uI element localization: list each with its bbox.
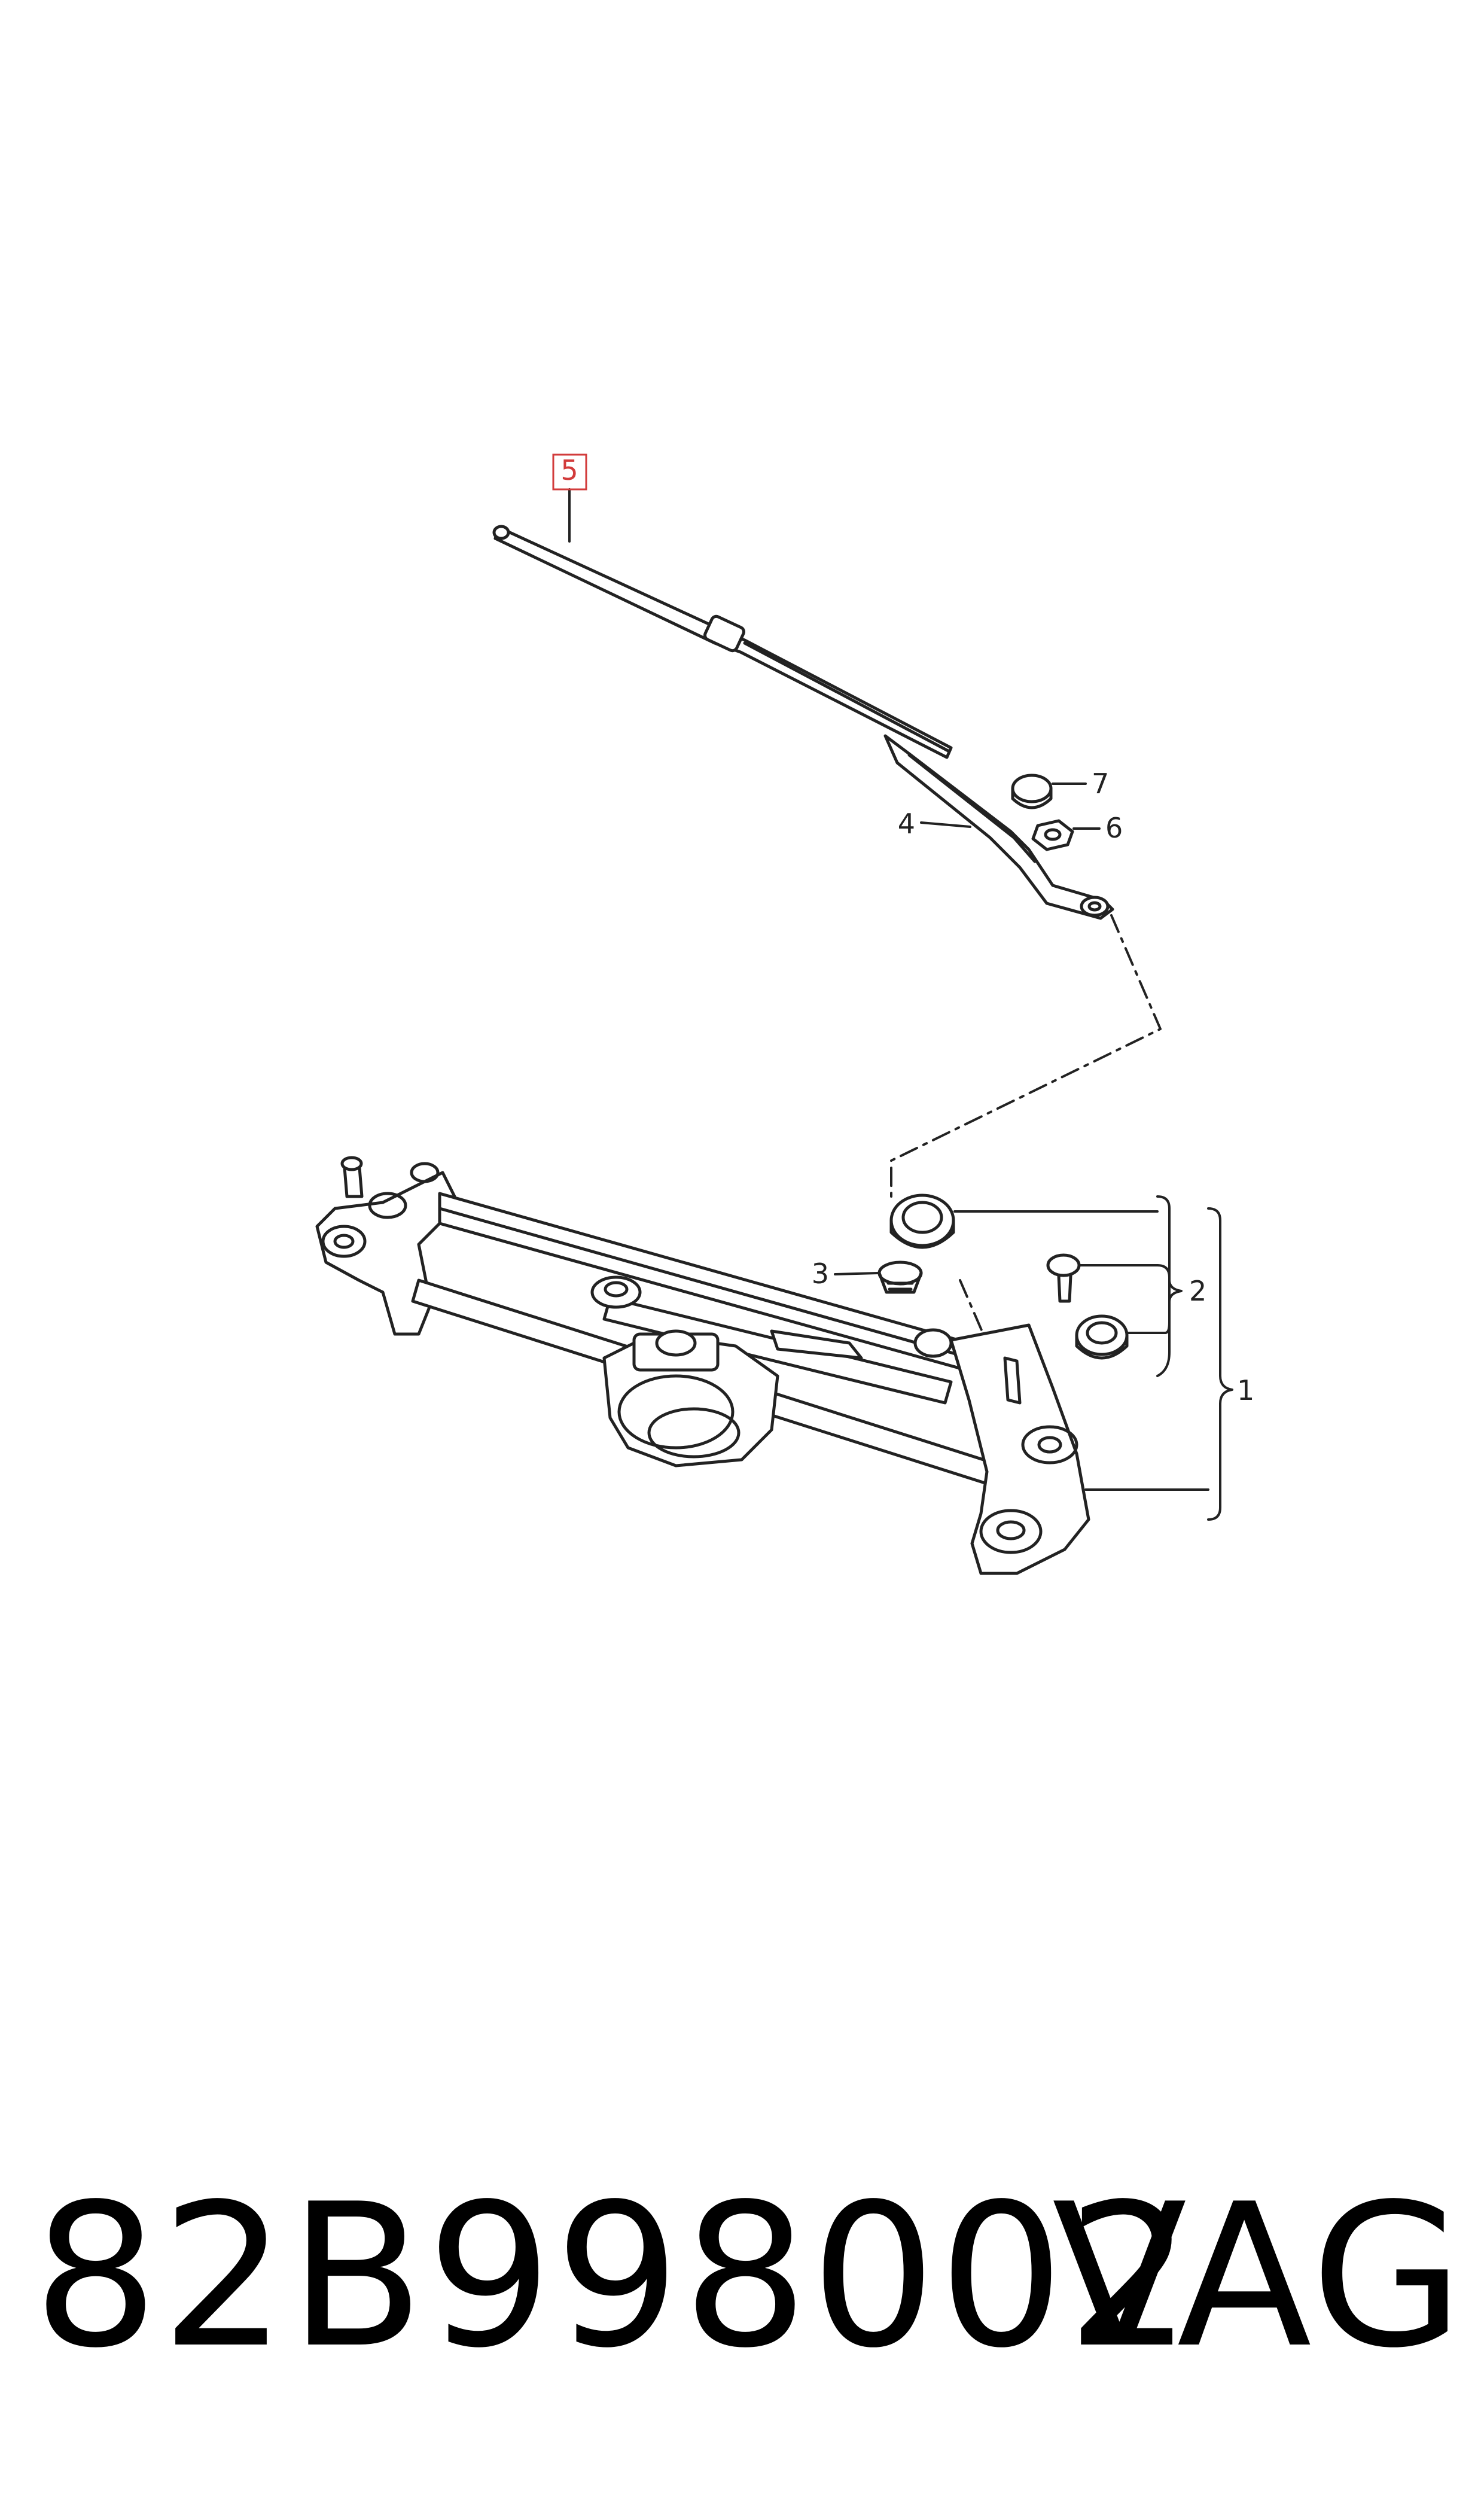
leader-lines xyxy=(568,488,1233,1521)
assembly-dash-line xyxy=(890,914,1162,1198)
callout-7-label: 7 xyxy=(1092,768,1109,800)
cover-cap-part xyxy=(1011,774,1053,809)
callout-3-label: 3 xyxy=(812,1258,829,1290)
callout-6-label: 6 xyxy=(1105,812,1123,844)
callout-1-label: 1 xyxy=(1237,1374,1254,1406)
part-number: 82B998002 xyxy=(33,2161,1195,2391)
wiper-arm xyxy=(492,525,1114,920)
callout-5-highlight-box[interactable] xyxy=(552,453,587,491)
clip-part xyxy=(877,1260,923,1294)
bolt-part xyxy=(1046,1253,1081,1303)
hex-nut-part xyxy=(1031,819,1074,851)
callout-4-label: 4 xyxy=(898,808,915,840)
brand-name: VAG xyxy=(1052,2161,1466,2391)
rubber-grommet-part xyxy=(889,1193,955,1249)
callout-2-label: 2 xyxy=(1189,1275,1206,1307)
rubber-bush-part xyxy=(1075,1314,1129,1360)
wiper-linkage-frame xyxy=(315,1156,1090,1575)
callout-5-label: 5 xyxy=(560,454,578,486)
